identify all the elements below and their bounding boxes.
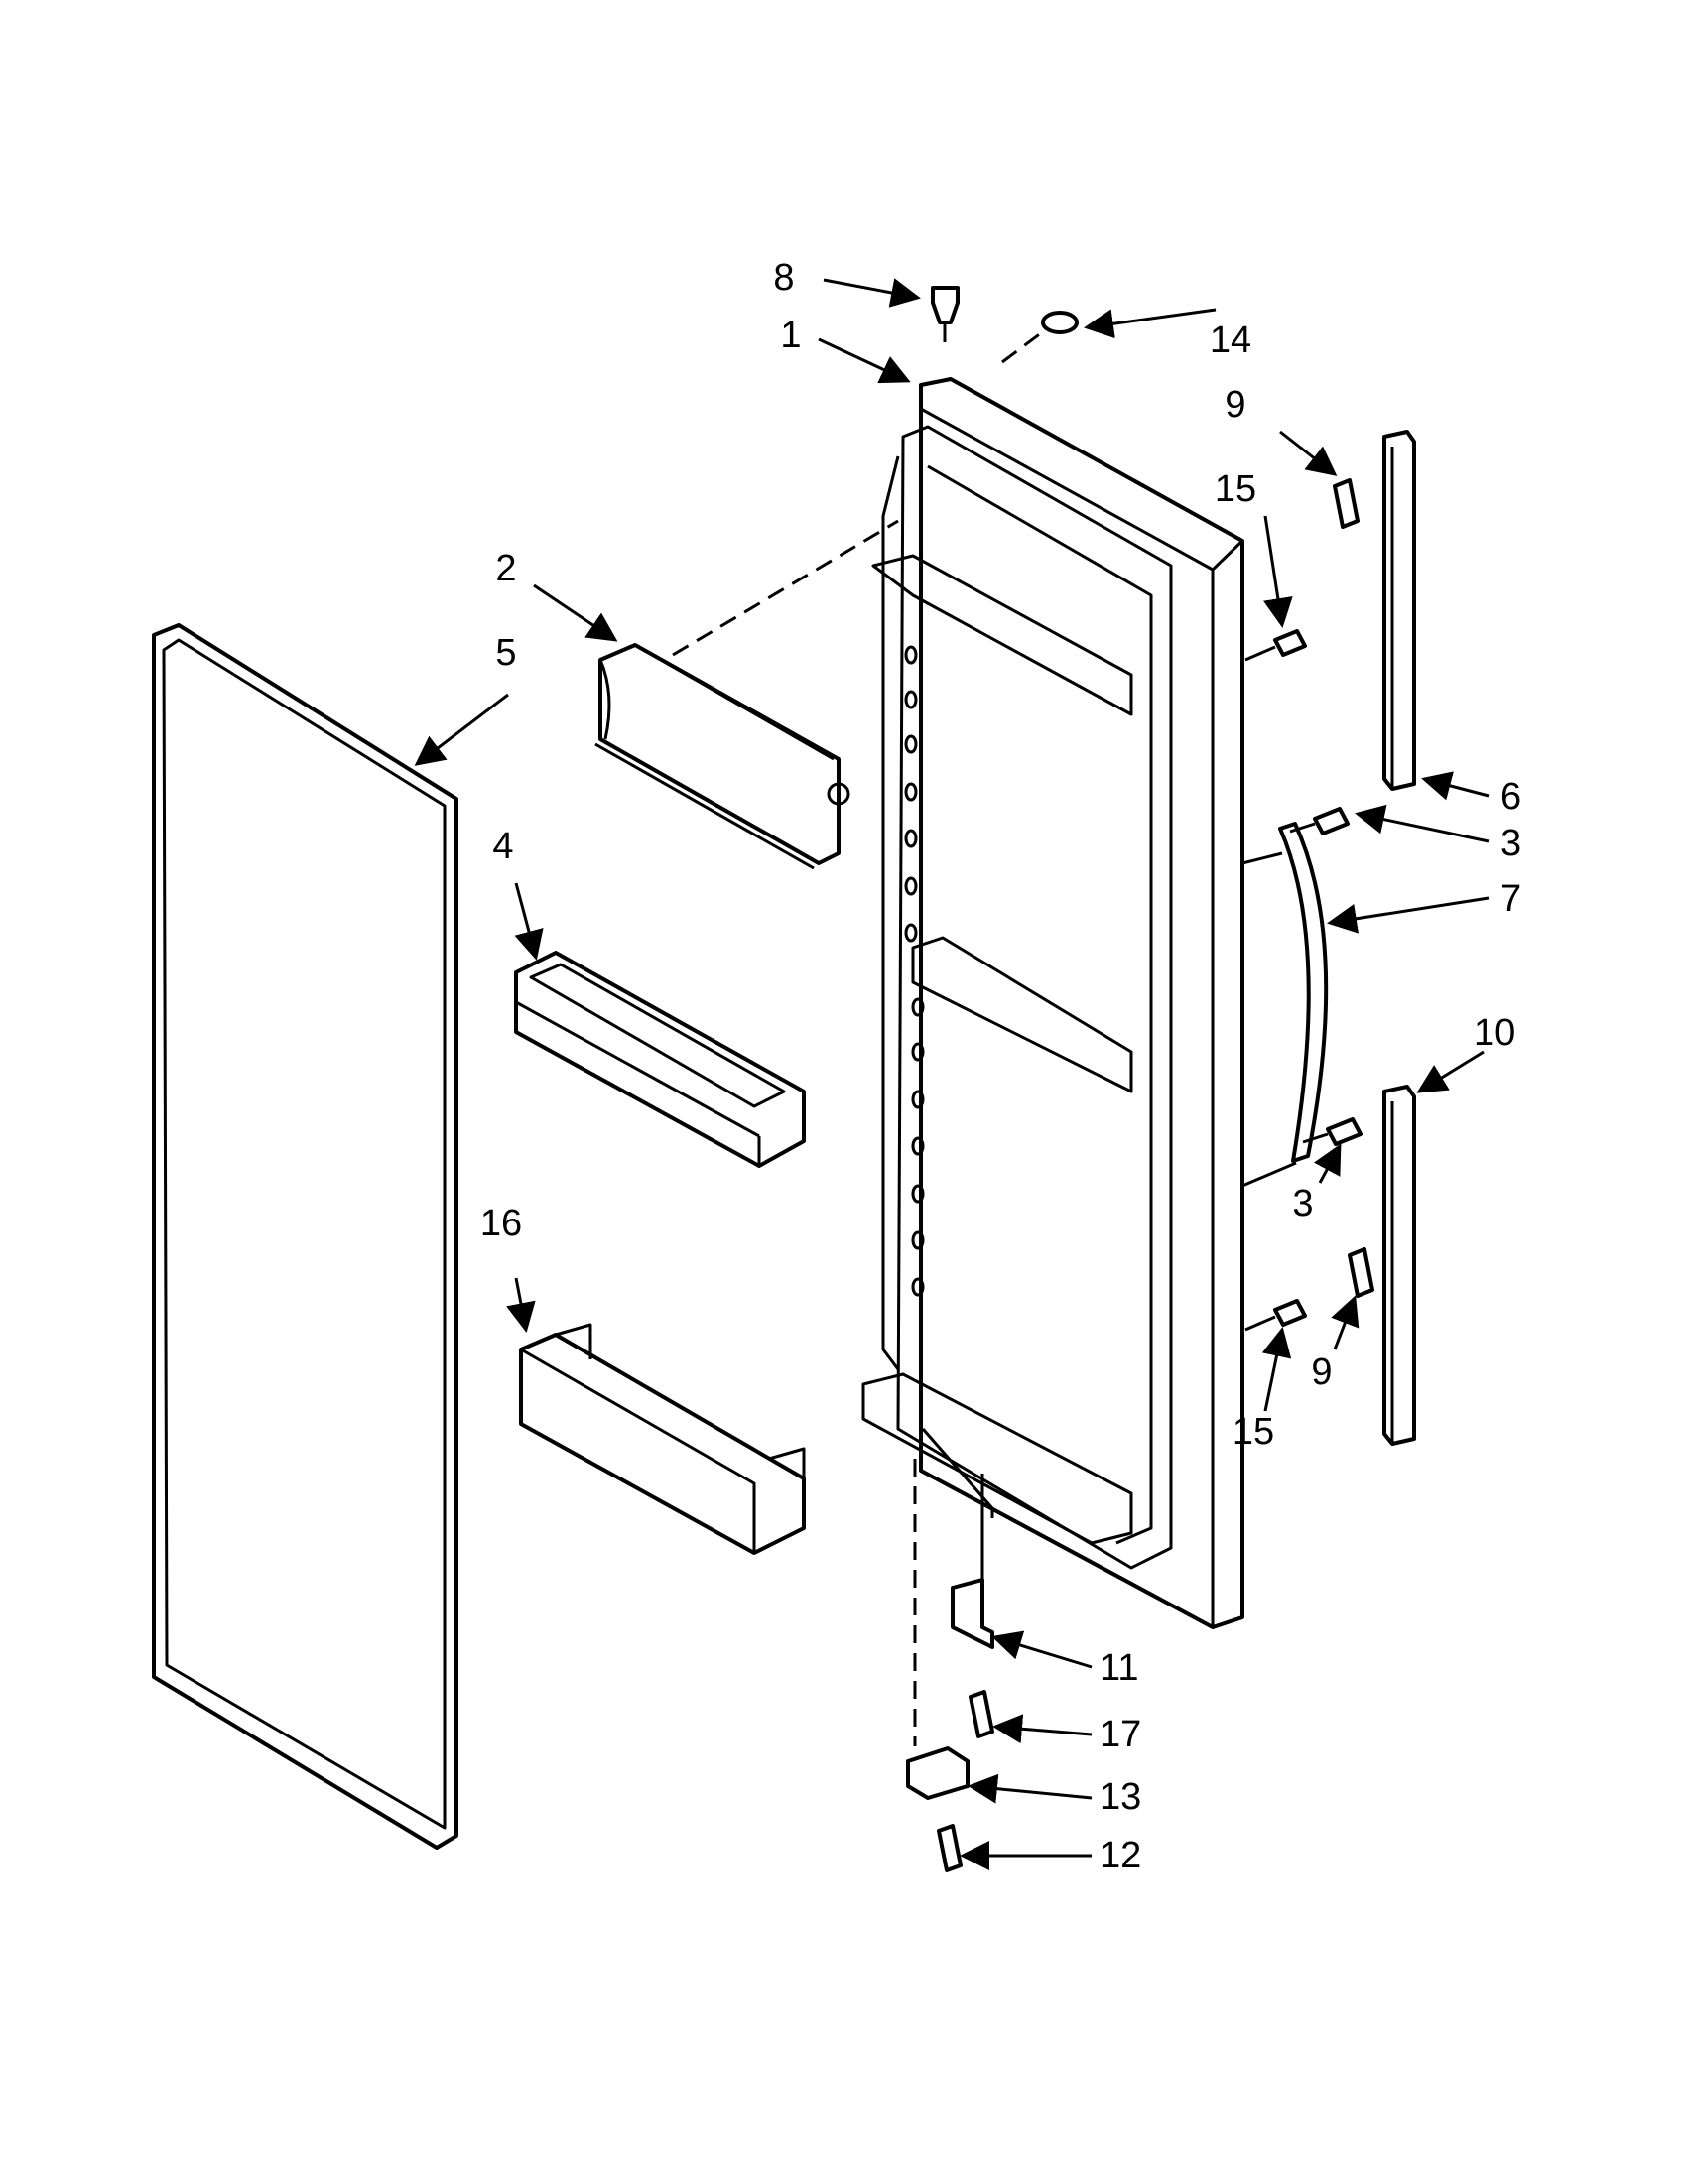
hinge-bracket-part — [906, 1746, 970, 1800]
washer-part — [1001, 311, 1079, 364]
lower-door-bin-part — [519, 1323, 806, 1555]
leader-lines — [414, 278, 1490, 1870]
dairy-bin-part — [594, 643, 850, 870]
hinge-screw-part — [969, 1690, 994, 1738]
callout-8: 8 — [773, 257, 794, 299]
callout-15-upper: 15 — [1215, 468, 1256, 510]
callout-14: 14 — [1210, 320, 1251, 361]
callout-3-upper: 3 — [1500, 823, 1521, 864]
plug-part — [931, 286, 960, 342]
door-gasket-part — [152, 623, 458, 1850]
door-liner-part — [861, 377, 1244, 1629]
trim-screw-lower — [1244, 1299, 1307, 1332]
handle-screw-lower — [1302, 1117, 1363, 1146]
callout-16: 16 — [480, 1203, 522, 1244]
door-handle-part — [1241, 822, 1329, 1188]
callout-2: 2 — [495, 548, 516, 589]
callout-1: 1 — [780, 315, 801, 356]
callout-labels: 8 1 14 9 15 2 5 4 6 3 7 10 3 16 9 15 11 … — [480, 257, 1521, 1876]
callout-9-upper: 9 — [1225, 384, 1245, 426]
callout-12: 12 — [1100, 1835, 1141, 1876]
lower-trim-part — [1382, 1085, 1416, 1446]
callout-10: 10 — [1474, 1012, 1515, 1054]
callout-15-lower: 15 — [1233, 1411, 1274, 1453]
hinge-bolt-part — [937, 1824, 963, 1872]
clip-part-upper — [1333, 478, 1360, 529]
callout-17: 17 — [1100, 1714, 1141, 1755]
callout-6: 5 — [495, 632, 516, 674]
trim-screw-upper — [1244, 629, 1307, 662]
callout-5: 6 — [1500, 776, 1521, 818]
callout-9-lower: 9 — [1311, 1351, 1332, 1393]
door-bin-part — [514, 951, 806, 1168]
callout-11: 11 — [1100, 1647, 1138, 1689]
callout-7: 7 — [1500, 878, 1521, 920]
callout-13: 13 — [1100, 1776, 1141, 1818]
handle-screw-upper — [1289, 807, 1350, 835]
upper-trim-part — [1382, 430, 1416, 791]
clip-part-lower — [1348, 1247, 1374, 1298]
callout-3-lower: 3 — [1292, 1183, 1313, 1224]
callout-4: 4 — [492, 826, 513, 867]
